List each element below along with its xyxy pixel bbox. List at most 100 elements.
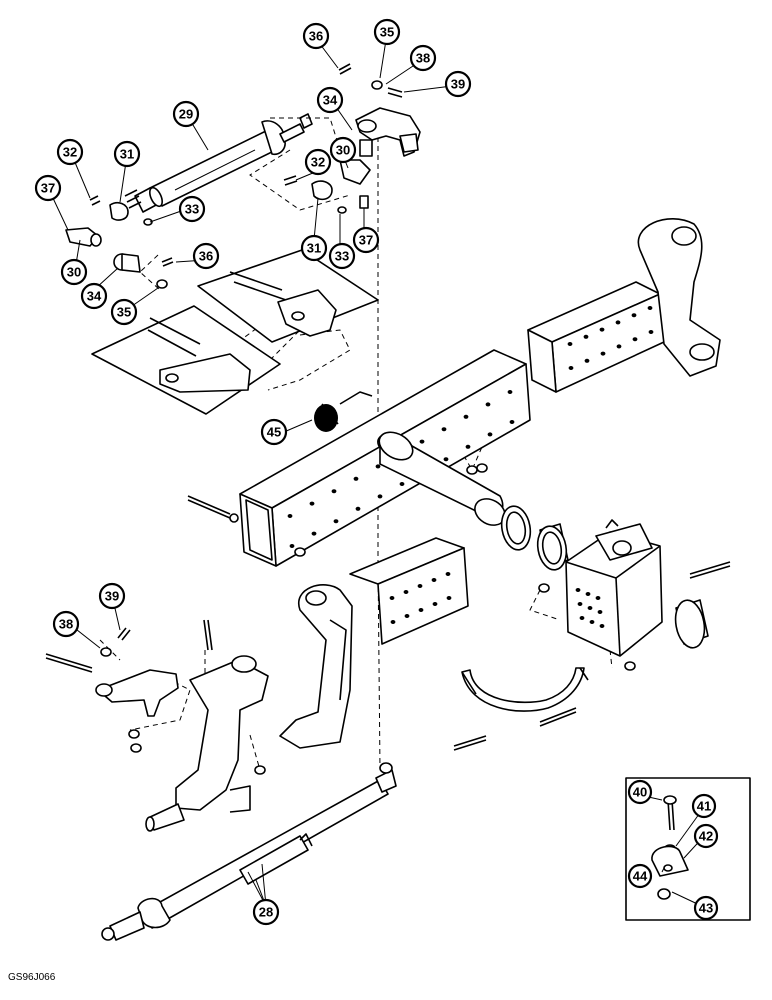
bolt-hole	[583, 334, 589, 339]
bolt-hole	[595, 596, 601, 600]
callout-30-left: 30	[60, 258, 88, 286]
bolt-hole	[446, 596, 452, 600]
beam-bolt-holes	[287, 390, 515, 548]
bolt-hole	[465, 444, 471, 449]
callout-34-top: 34	[316, 86, 344, 114]
pivot-strap	[461, 667, 589, 712]
callout-33-center: 33	[328, 242, 356, 270]
svg-text:41: 41	[697, 799, 711, 814]
bolt-hole	[507, 390, 513, 394]
bolt-hole	[585, 592, 591, 596]
bolt-hole	[631, 313, 637, 318]
bolt-hole	[418, 608, 424, 612]
bolt-hole	[589, 620, 595, 624]
bolt-hole	[287, 514, 293, 518]
svg-text:43: 43	[699, 901, 713, 916]
callout-34-left: 34	[80, 282, 108, 310]
callout-30-center: 30	[329, 136, 357, 164]
bolt-hole	[584, 358, 590, 363]
callout-42: 42	[693, 823, 719, 849]
cylinder-end-fittings	[65, 139, 373, 289]
bolt-hole	[599, 624, 605, 628]
bolt-hole	[485, 402, 491, 407]
svg-text:38: 38	[416, 51, 430, 66]
callout-35-left: 35	[110, 298, 138, 326]
callout-31-left: 31	[113, 140, 141, 168]
svg-text:36: 36	[309, 29, 323, 44]
tie-rod	[101, 762, 397, 941]
callout-32-center: 32	[304, 148, 332, 176]
svg-text:33: 33	[185, 202, 199, 217]
bolt-hole	[289, 544, 295, 548]
callout-37-left: 37	[34, 174, 62, 202]
callout-32-left: 32	[56, 138, 84, 166]
svg-text:34: 34	[87, 289, 102, 304]
bolt-kit-panel-lower	[91, 305, 281, 415]
callout-36-top: 36	[302, 22, 330, 50]
bolt-hole	[509, 420, 515, 424]
bolt-hole	[616, 344, 622, 349]
bolt-hole	[587, 606, 593, 610]
svg-text:37: 37	[41, 181, 55, 196]
bolt-hole	[441, 427, 447, 432]
bolt-hole	[417, 584, 423, 588]
bolt-hole	[463, 414, 469, 419]
callout-31-center: 31	[300, 234, 328, 262]
svg-text:30: 30	[67, 265, 81, 280]
svg-text:35: 35	[380, 25, 394, 40]
bolt-hole	[390, 620, 396, 624]
bolts	[45, 463, 731, 751]
bolt-hole	[579, 616, 585, 620]
callout-38-lower: 38	[52, 610, 80, 638]
bolt-hole	[404, 614, 410, 618]
bolt-hole	[355, 506, 361, 511]
svg-text:32: 32	[63, 145, 77, 160]
spindle-nuts	[128, 729, 266, 775]
steering-arm	[95, 627, 179, 717]
bolt-hole	[403, 590, 409, 594]
bolt-hole	[599, 327, 605, 332]
bolt-hole	[615, 320, 621, 325]
callout-44: 44	[627, 863, 653, 889]
center-pivot-tube	[377, 431, 506, 526]
bolt-hole	[419, 439, 425, 444]
svg-text:31: 31	[307, 241, 321, 256]
bolt-hole	[443, 457, 449, 462]
svg-text:45: 45	[267, 425, 281, 440]
bolt-hole	[389, 596, 395, 600]
callout-45: 45	[260, 418, 288, 446]
bolt-hole	[432, 602, 438, 606]
svg-text:31: 31	[120, 147, 134, 162]
bolt-hole	[577, 602, 583, 606]
callout-37-center: 37	[352, 226, 380, 254]
bolt-hole	[575, 588, 581, 592]
callout-38-top: 38	[409, 44, 437, 72]
svg-text:38: 38	[59, 617, 73, 632]
callout-43: 43	[693, 895, 719, 921]
left-extension-bolt-holes	[389, 572, 452, 624]
svg-text:29: 29	[179, 107, 193, 122]
svg-text:40: 40	[633, 785, 647, 800]
svg-text:30: 30	[336, 143, 350, 158]
cylinder-pivot-bracket	[338, 63, 421, 157]
svg-text:39: 39	[105, 589, 119, 604]
svg-text:42: 42	[699, 829, 713, 844]
callout-36-left: 36	[192, 242, 220, 270]
bolt-hole	[445, 572, 451, 576]
bolt-hole	[333, 519, 339, 524]
bolt-hole	[632, 337, 638, 342]
left-axle-extension	[279, 537, 469, 749]
spring-part	[314, 391, 373, 432]
svg-text:34: 34	[323, 93, 338, 108]
bolt-hole	[487, 432, 493, 437]
bolt-hole	[431, 578, 437, 582]
right-axle-extension	[527, 218, 721, 393]
steering-spindle	[145, 655, 269, 832]
bolt-hole	[597, 610, 603, 614]
bolt-hole	[567, 342, 573, 346]
svg-text:28: 28	[259, 905, 273, 920]
bolt-hole	[309, 501, 315, 506]
svg-text:39: 39	[451, 77, 465, 92]
callout-35-top: 35	[373, 18, 401, 46]
